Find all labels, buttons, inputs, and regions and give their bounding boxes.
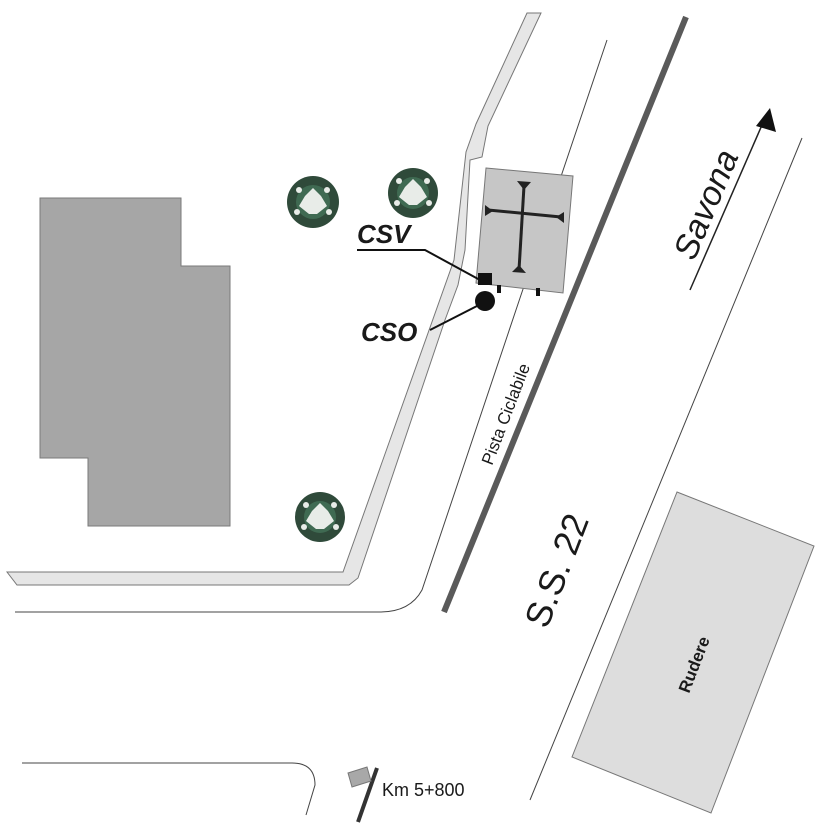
tree-icon	[388, 168, 438, 218]
milestone-post	[356, 767, 379, 823]
cso-leader-line	[429, 305, 478, 331]
building-rudere	[571, 491, 815, 814]
road-edge-right	[529, 137, 803, 801]
cross-ends	[485, 181, 564, 273]
marker-tick-1	[497, 285, 501, 293]
building-left	[39, 197, 231, 527]
milestone-icon	[347, 766, 372, 788]
savona-direction-line	[689, 124, 763, 291]
label-cso: CSO	[361, 317, 417, 347]
bike-lane-divider	[441, 15, 689, 614]
tree-icon	[295, 492, 345, 542]
cemetery-area	[475, 167, 574, 294]
sidewalk-strip	[5, 12, 542, 586]
label-savona: Savona	[666, 144, 746, 265]
road-edge-bottom	[22, 762, 316, 816]
marker-tick-2	[536, 288, 540, 296]
label-road: S.S. 22	[516, 508, 597, 633]
tree-icon	[287, 176, 339, 228]
label-km: Km 5+800	[382, 780, 465, 800]
csv-station-marker	[478, 273, 492, 285]
arrow-up-right-icon	[756, 108, 776, 132]
cso-station-marker	[475, 291, 495, 311]
csv-leader-line	[357, 249, 481, 281]
cross-icon	[487, 185, 562, 271]
road-edge-main	[15, 39, 608, 613]
label-csv: CSV	[357, 219, 413, 249]
